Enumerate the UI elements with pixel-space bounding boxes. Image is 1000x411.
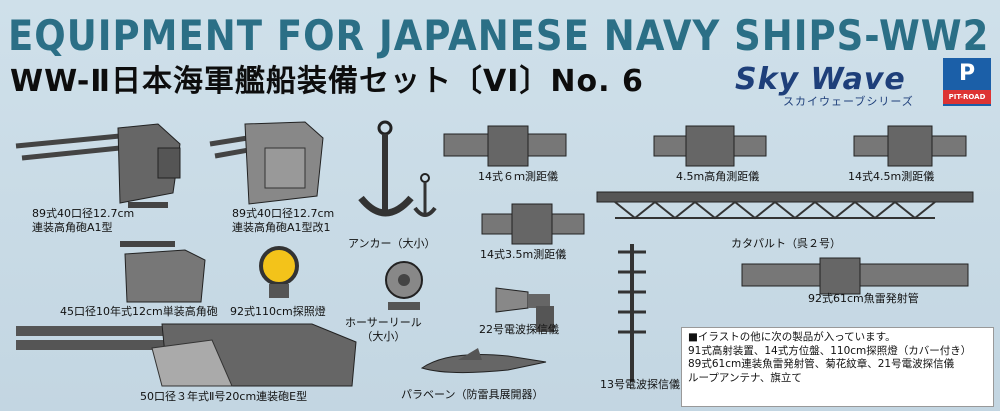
hose-reel-illustration (385, 261, 423, 310)
title-japanese: WW-Ⅱ日本海軍艦船装備セット〔VI〕No. 6 (10, 64, 644, 99)
gun-a1-kai-label: 89式40口径12.7cm 連装高角砲A1型改1 (232, 207, 335, 234)
searchlight-illustration (259, 246, 299, 298)
contents-note: ■イラストの他に次の製品が入っています。 91式高射装置、14式方位盤、110c… (681, 327, 994, 407)
gun-a1-label: 89式40口径12.7cm 連装高角砲A1型 (32, 207, 135, 234)
skywave-logo-subtitle: スカイウェーブシリーズ (783, 95, 914, 108)
gun-20cm-label: 50口径３年式Ⅱ号20cm連装砲E型 (140, 390, 308, 403)
catapult-label: カタパルト（呉２号） (731, 237, 841, 250)
pitroad-mark-icon: P (958, 61, 976, 86)
gun-12cm-label: 45口径10年式12cm単装高角砲 (60, 305, 218, 318)
note-line: 89式61cm連装魚雷発射管、菊花紋章、21号電波探信儀 (688, 358, 955, 370)
hose-reel-label: ホーサーリール （大小） (345, 316, 422, 343)
skywave-logo: Sky Wave (735, 62, 906, 97)
pitroad-logo: P PIT-ROAD (943, 58, 991, 106)
catapult-illustration (596, 191, 974, 220)
rangefinder-45-high-label: 4.5m高角測距儀 (676, 170, 760, 183)
torpedo-launcher-label: 92式61cm魚雷発射管 (808, 292, 919, 305)
note-line: 91式高射装置、14式方位盤、110cm探照燈（カバー付き） (688, 344, 972, 357)
gun-12cm-illustration (120, 241, 206, 303)
searchlight-label: 92式110cm探照燈 (230, 305, 326, 318)
radar-22-label: 22号電波探信儀 (479, 323, 559, 336)
title-english: EQUIPMENT FOR JAPANESE NAVY SHIPS-WW2 〔V… (8, 12, 1000, 61)
note-line: ■イラストの他に次の製品が入っています。 (688, 331, 896, 343)
rangefinder-45-high-illustration (653, 125, 767, 167)
rangefinder-14-35m-label: 14式3.5m測距儀 (480, 248, 567, 261)
gun-a1-illustration (15, 123, 181, 208)
gun-20cm-illustration (16, 323, 357, 387)
rangefinder-14-6m-label: 14式６ｍ測距儀 (478, 170, 558, 183)
paravane-label: パラベーン（防雷具展開器） (401, 388, 544, 401)
note-line: ループアンテナ、旗立て (688, 371, 802, 384)
anchor-label: アンカー（大小） (348, 237, 436, 250)
anchor-illustration (358, 120, 437, 217)
radar-22-illustration (495, 287, 554, 332)
rangefinder-14-6m-illustration (443, 125, 567, 167)
rangefinder-14-35m-illustration (481, 203, 585, 245)
radar-13-illustration (618, 244, 646, 382)
radar-13-label: 13号電波探信儀 (600, 378, 680, 391)
torpedo-launcher-illustration (741, 257, 969, 295)
rangefinder-14-45m-illustration (853, 125, 967, 167)
pitroad-logo-text: PIT-ROAD (943, 90, 991, 104)
rangefinder-14-45m-label: 14式4.5m測距儀 (848, 170, 935, 183)
paravane-illustration (420, 348, 547, 374)
gun-a1-kai-illustration (209, 121, 324, 205)
